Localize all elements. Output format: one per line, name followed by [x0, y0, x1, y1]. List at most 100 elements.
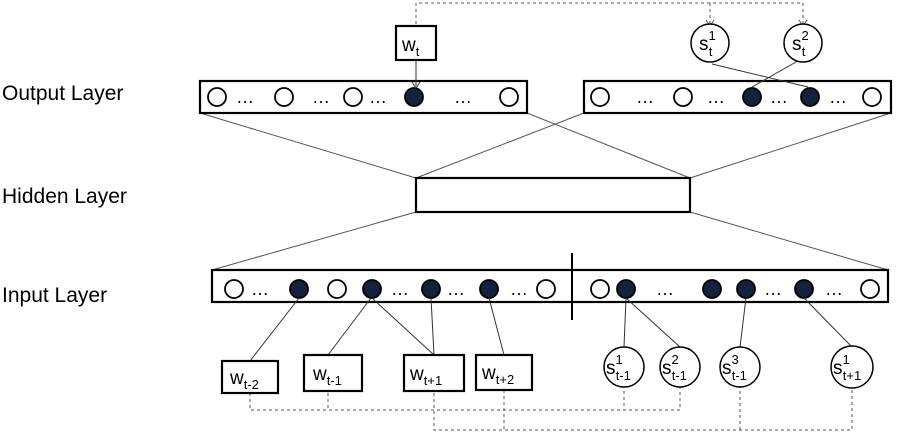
tag-base: s: [833, 358, 843, 379]
input-node: [224, 279, 244, 299]
ellipsis: …: [707, 87, 725, 107]
ellipsis: …: [391, 279, 409, 299]
word-label: wt+1: [409, 364, 442, 388]
tag-superscript: 1: [843, 352, 850, 367]
output-arrows: [411, 57, 809, 89]
input-node: [536, 279, 556, 299]
hidden-layer-label: Hidden Layer: [2, 185, 127, 208]
arrow-st1-to-output: [711, 63, 809, 88]
word-subscript: t+1: [424, 373, 442, 388]
hidden-to-input-left: [211, 211, 417, 271]
bottom-dashed-line-1: [249, 385, 681, 411]
output-left-to-hidden-left: [199, 112, 417, 179]
output-tag-node: [862, 87, 882, 107]
word-label: wt-2: [229, 368, 259, 392]
ellipsis: …: [770, 87, 788, 107]
ellipsis: …: [312, 87, 330, 107]
ellipsis: …: [636, 87, 654, 107]
word-box: [474, 353, 534, 392]
input-node: [327, 279, 347, 299]
arrow-st-1-3: [739, 297, 747, 348]
word-box: [394, 24, 438, 62]
output-word-node: [343, 87, 363, 107]
input-node-active: [362, 279, 382, 299]
word-base: w: [229, 368, 244, 389]
tag-subscript: t+1: [843, 368, 861, 383]
output-word-box: [198, 79, 529, 115]
arrowhead: [411, 81, 421, 89]
input-node-active: [421, 279, 441, 299]
ellipsis: …: [764, 279, 782, 299]
output-tag-box: [582, 79, 893, 115]
arrow-wt+1-b: [430, 297, 435, 356]
arrow-wt-1: [327, 297, 372, 356]
input-node-active: [289, 279, 309, 299]
tag-base: s: [606, 358, 616, 379]
tag-circle: [783, 23, 823, 63]
input-vector: … … … … … … …: [210, 253, 890, 320]
word-box: [402, 353, 466, 393]
tag-subscript: t-1: [672, 368, 687, 383]
word-label: wt+2: [481, 363, 514, 387]
tag-circle: [690, 23, 730, 63]
tag-subscript: t-1: [616, 368, 631, 383]
output-word-node-active: [404, 87, 424, 107]
top-dashed-links: [415, 2, 808, 27]
hidden-to-input-right: [689, 211, 889, 271]
ellipsis: …: [825, 279, 843, 299]
output-tag-vector: … … … …: [582, 79, 893, 115]
arrow-wt+1-a: [372, 298, 435, 356]
ellipsis: …: [510, 279, 528, 299]
word-base: w: [312, 364, 327, 385]
output-tag-node-active: [742, 87, 762, 107]
output-tag-node: [590, 87, 610, 107]
top-word-box: wt: [394, 24, 438, 62]
ellipsis: …: [369, 87, 387, 107]
output-right-to-hidden-right: [689, 112, 892, 179]
tag-base: s: [699, 34, 709, 55]
tag-circle: [719, 346, 761, 388]
ellipsis: …: [236, 87, 254, 107]
tag-subscript: t: [802, 44, 806, 59]
ellipsis: …: [656, 279, 674, 299]
output-tag-node: [673, 87, 693, 107]
tag-circle: [830, 345, 874, 389]
input-node: [860, 279, 880, 299]
ellipsis: …: [251, 279, 269, 299]
word-label: wt-1: [312, 364, 342, 388]
tag-superscript: 1: [709, 28, 716, 43]
tag-subscript: t: [709, 44, 713, 59]
hidden-layer-box: [414, 176, 692, 214]
input-node-active: [616, 279, 636, 299]
ellipsis: …: [829, 87, 847, 107]
ellipsis: …: [447, 279, 465, 299]
word-base: w: [481, 363, 496, 384]
word-subscript: t-2: [244, 377, 259, 392]
output-left-to-hidden-right: [526, 112, 691, 179]
word-subscript: t: [416, 44, 420, 59]
output-word-node: [207, 87, 227, 107]
output-layer-label: Output Layer: [2, 82, 123, 105]
tag-superscript: 2: [802, 28, 809, 43]
arrow-st2-to-output: [751, 57, 804, 88]
tag-superscript: 2: [672, 352, 679, 367]
tag-superscript: 3: [732, 352, 739, 367]
bottom-dashed-links: [249, 385, 853, 431]
word-subscript: t-1: [327, 373, 342, 388]
tag-base: s: [792, 34, 802, 55]
tag-superscript: 1: [616, 352, 623, 367]
input-node-active: [794, 279, 814, 299]
arrow-wt-2: [249, 297, 300, 362]
arrow-st+1-1: [803, 297, 853, 348]
word-box: [220, 359, 280, 395]
output-word-node: [274, 87, 294, 107]
output-tag-node-active: [800, 87, 820, 107]
layer-connections: [199, 112, 892, 271]
arrow-st-1-1: [623, 297, 627, 348]
input-layer-label: Input Layer: [2, 284, 107, 307]
